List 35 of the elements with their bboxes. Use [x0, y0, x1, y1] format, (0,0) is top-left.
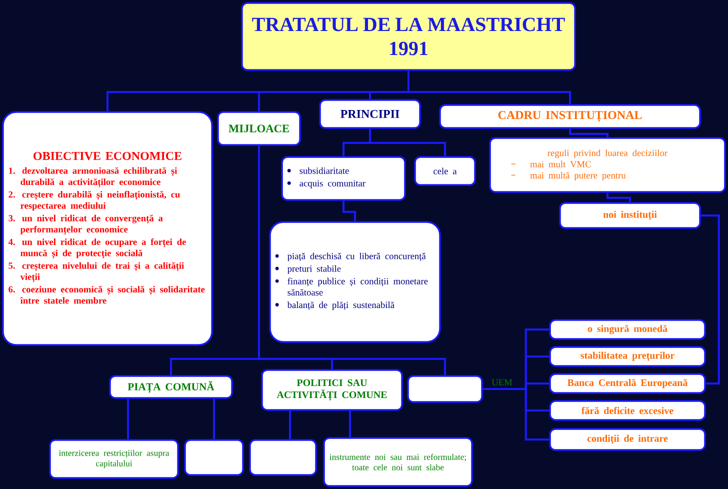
list-box: reguli privind luarea deciziilor mai mult VMC mai multă putere pentru: [489, 137, 726, 193]
connector: [258, 146, 446, 376]
text-box: cele a: [414, 156, 476, 186]
category-box: CADRU INSTITUȚIONAL: [439, 104, 701, 129]
category-box: MIJLOACE: [217, 111, 301, 146]
category-box: POLITICI SAU ACTIVITĂȚI COMUNE: [261, 369, 403, 411]
connector: [408, 70, 571, 104]
connector: [569, 128, 608, 138]
category-box: PRINCIPII: [319, 99, 421, 129]
connector: [342, 200, 356, 222]
empty-box: [407, 375, 483, 403]
connector: [606, 192, 631, 202]
text-box: instrumente noi sau mai reformulate; toate cele noi sunt slabe: [323, 437, 473, 487]
empty-box: [249, 439, 317, 476]
text-box: o singură monedă: [549, 319, 706, 340]
connector: [349, 410, 351, 438]
text-box: interzicerea restricțiilor asupra capitalului: [49, 439, 179, 479]
connector: [213, 398, 215, 440]
connector: [700, 214, 720, 384]
connector: [289, 410, 291, 440]
connector: [127, 398, 129, 440]
connector: [482, 388, 550, 440]
title-box: TRATATUL DE LA MAASTRICHT 1991: [241, 2, 576, 71]
category-box: PIAȚA COMUNĂ: [109, 375, 233, 399]
objectives-box: OBIECTIVE ECONOMICE 1. dezvoltarea armonioasă echilibrată și durabilă a activităților economice 2. creștere durabilă și neinflaționistă, cu respectarea mediului 3. un nivel ridicat de convergență a performanțelor economice 4. un nivel ridicat de ocupare a forței de muncă și de protecție socială 5. creșterea nivelului de trai și a calității vieții 6. coeziune economică și socială și solidaritate între statele membre: [2, 111, 213, 346]
node-label: UEM: [492, 379, 512, 386]
empty-box: [184, 439, 244, 476]
text-box: Banca Centrală Europeană: [549, 373, 706, 394]
text-box: fără deficite excesive: [549, 400, 706, 421]
text-box: noi instituții: [559, 202, 701, 229]
list-box: subsidiaritate acquis comunitar: [281, 156, 406, 201]
list-box: piață deschisă cu liberă concurență preturi stabile finanțe publice și condiții monetare sănătoase balanță de plăți sustenabilă: [269, 221, 441, 343]
text-box: stabilitatea prețurilor: [549, 346, 706, 367]
text-box: condiții de intrare: [549, 428, 706, 451]
connector: [369, 128, 446, 156]
